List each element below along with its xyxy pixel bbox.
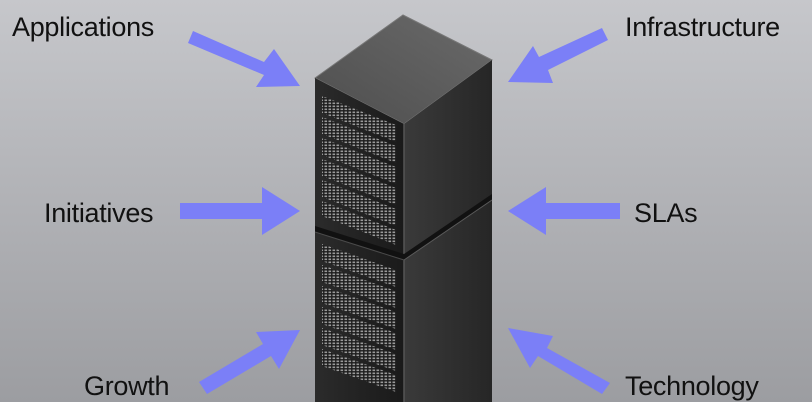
label-applications: Applications (12, 12, 154, 42)
arrow-initiatives (180, 187, 300, 235)
server-rack-icon (314, 14, 493, 402)
lower-vent-panel (322, 244, 396, 392)
upper-vent-panel (322, 96, 396, 245)
arrow-growth (199, 330, 300, 394)
label-slas: SLAs (634, 198, 698, 228)
label-technology: Technology (625, 371, 759, 401)
label-initiatives: Initiatives (44, 198, 154, 228)
label-infrastructure: Infrastructure (625, 12, 780, 42)
arrow-applications (188, 31, 300, 87)
label-growth: Growth (84, 371, 170, 401)
arrow-technology (508, 328, 610, 394)
arrow-infrastructure (508, 28, 608, 83)
arrow-slas (508, 187, 620, 235)
arrows (180, 28, 620, 394)
